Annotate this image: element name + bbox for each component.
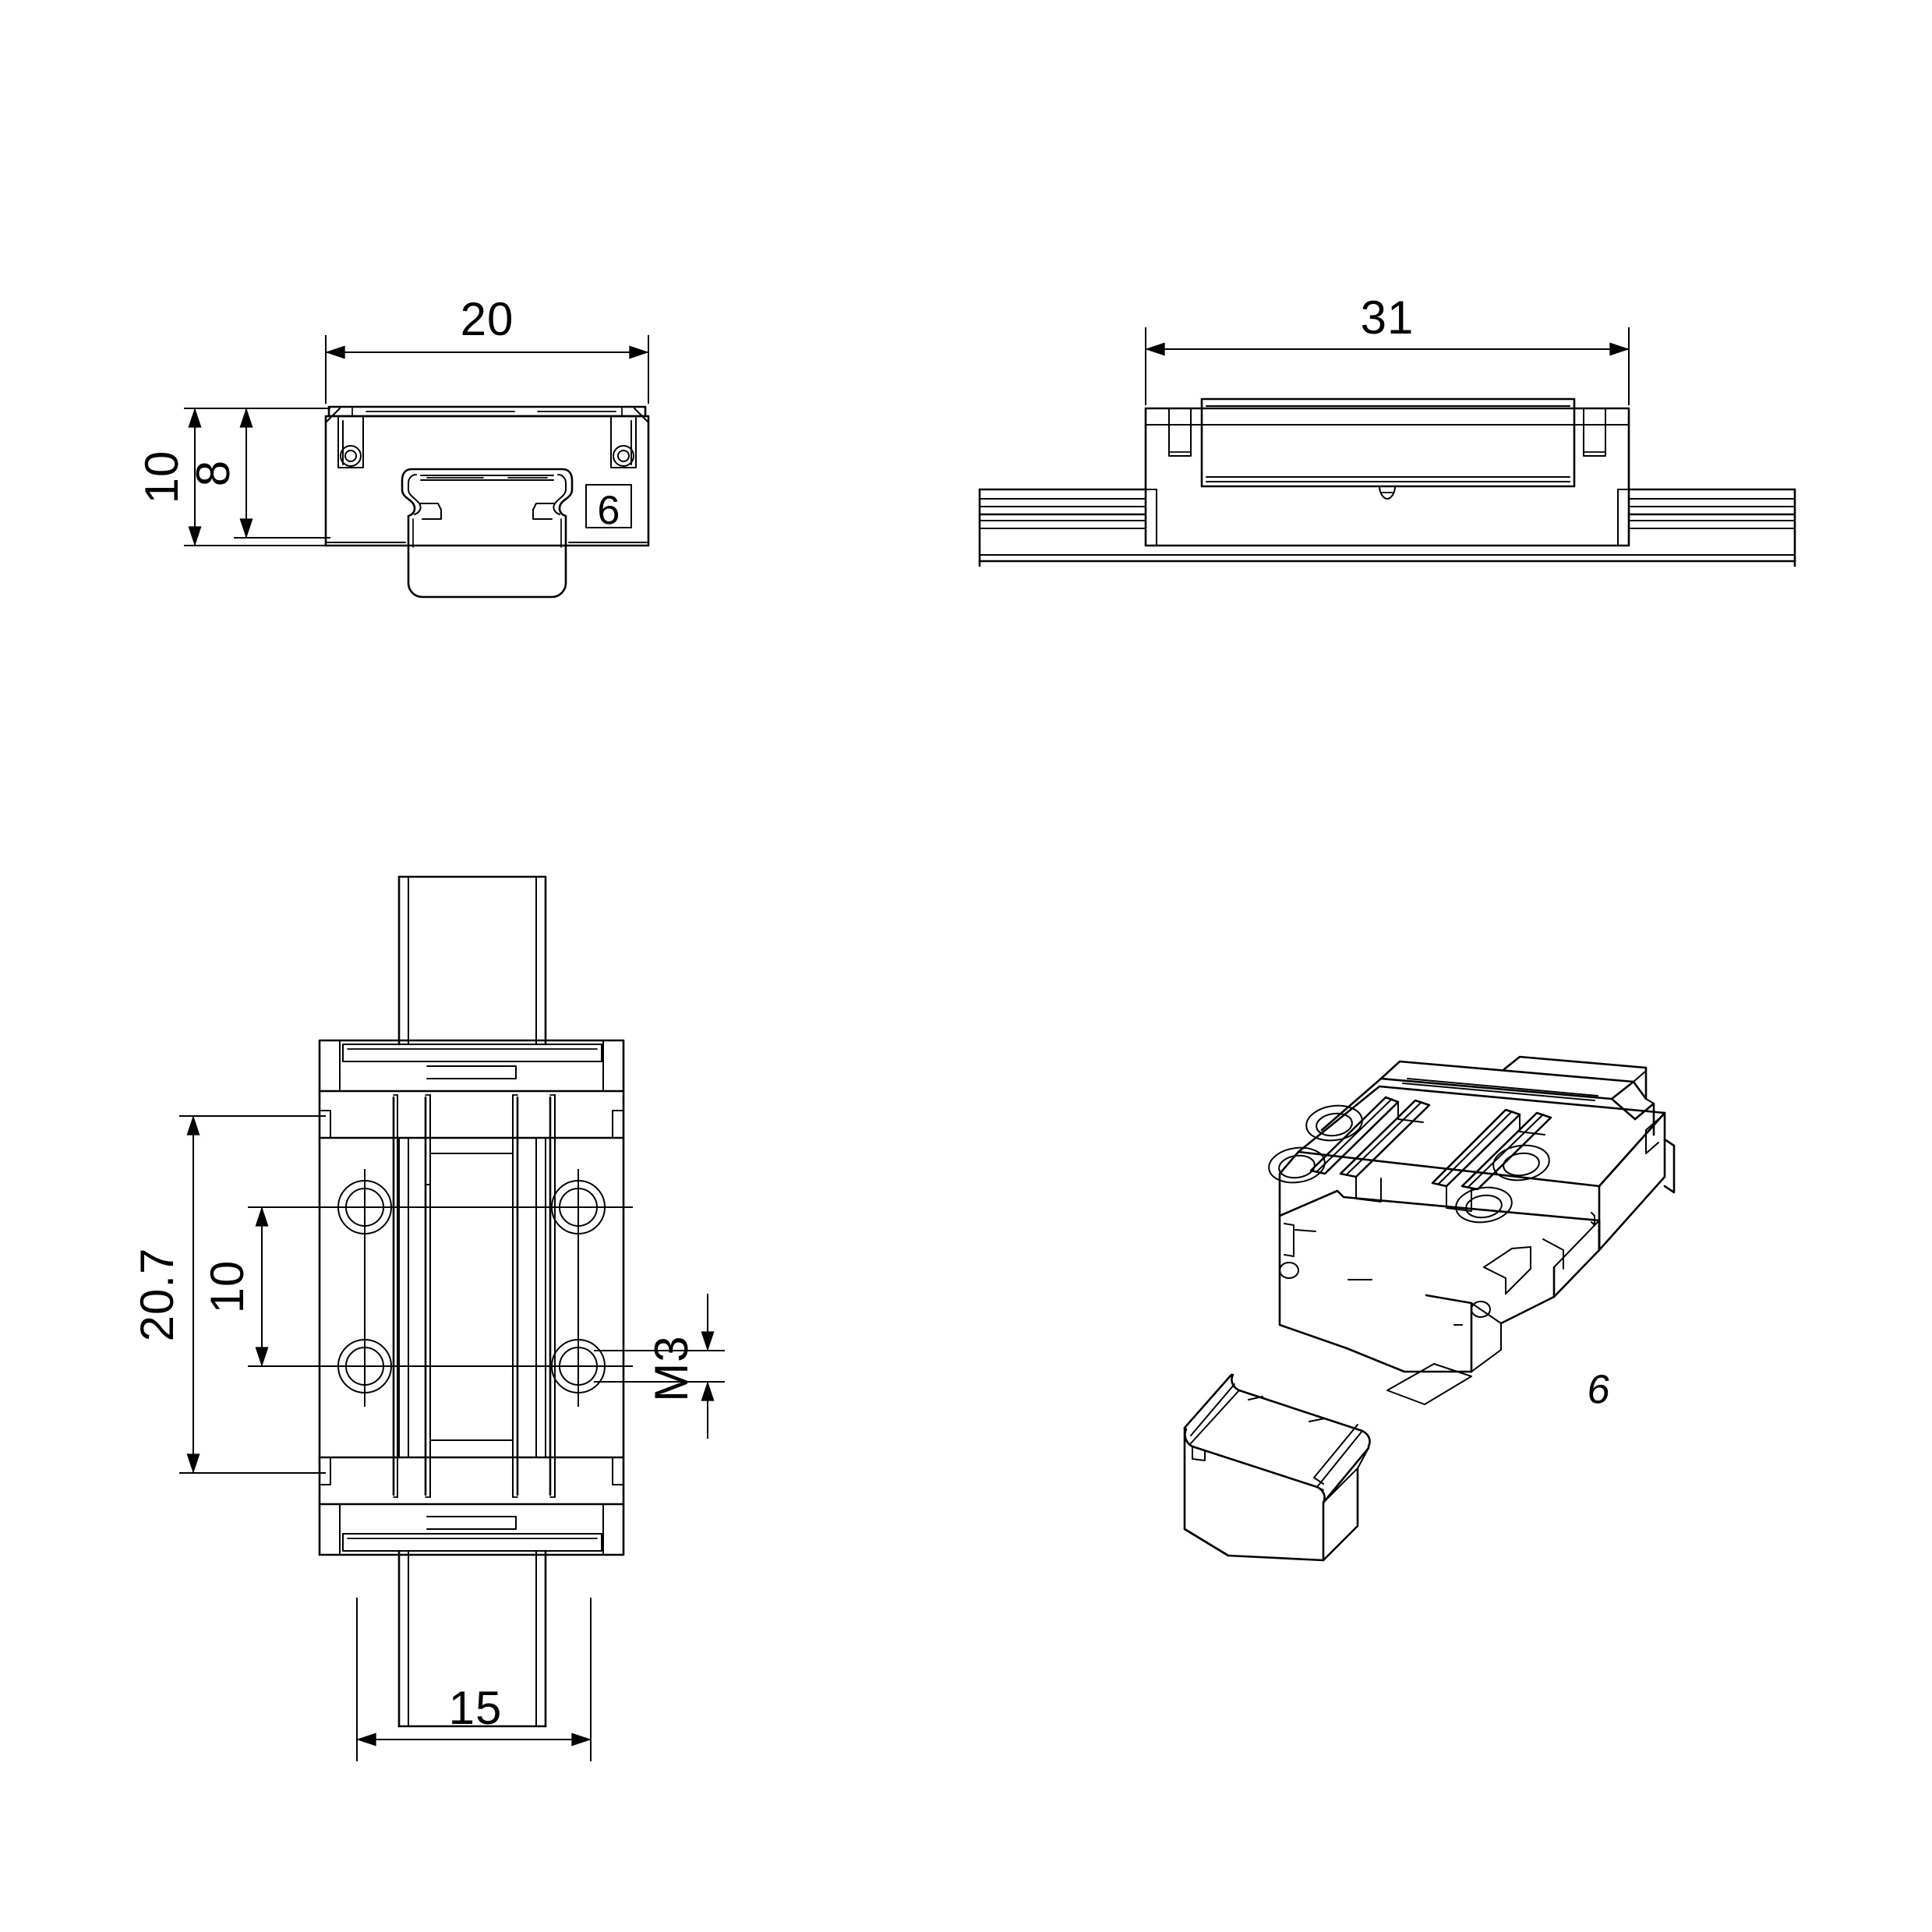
side-view-block: [1144, 397, 1630, 547]
top-view-dimensions: 20.7 10 M3 15: [131, 1115, 725, 1761]
top-view-rail: [397, 875, 547, 1728]
iso-rail-end: [1183, 1373, 1371, 1562]
front-view-stamp-9: 9: [585, 484, 632, 532]
dim-span-20-7: 20.7: [131, 1115, 326, 1474]
dim-thread-m3-label: M3: [645, 1335, 698, 1401]
dim-pitch-10-label: 10: [201, 1260, 253, 1314]
side-view-dimensions: 31: [1145, 291, 1630, 405]
side-view: [978, 397, 1796, 567]
dim-height-10: 10: [136, 408, 330, 546]
iso-mounting-hole: [1492, 1144, 1550, 1181]
iso-carriage-side: [1591, 1111, 1676, 1252]
dim-span-20-7-label: 20.7: [131, 1248, 183, 1342]
dim-pitch-10: 10: [201, 1206, 468, 1367]
front-view-dimensions: 20 10 8: [136, 293, 649, 546]
iso-mounting-hole: [1268, 1146, 1326, 1184]
dim-width-20-label: 20: [461, 293, 514, 345]
dim-height-10-label: 10: [136, 450, 188, 504]
dim-rail-15: 15: [356, 1598, 592, 1761]
top-view-mounting-holes: [310, 1169, 633, 1407]
iso-mounting-hole: [1455, 1186, 1513, 1224]
iso-mounting-hole: [1305, 1104, 1363, 1142]
front-view-block-body: [324, 405, 650, 547]
dim-width-20: 20: [325, 293, 649, 404]
iso-carriage-top: [1268, 1085, 1666, 1224]
dim-length-31: 31: [1145, 291, 1630, 405]
dim-rail-15-label: 15: [449, 1682, 503, 1734]
front-view: 9: [324, 405, 650, 599]
dim-thread-m3: M3: [594, 1294, 725, 1439]
iso-stamp-9-label: 9: [1585, 1365, 1613, 1411]
side-view-rail: [978, 488, 1796, 567]
iso-stamp-9: 9: [1386, 1363, 1613, 1411]
stamp-9-label: 9: [598, 486, 620, 532]
top-view-carriage-body: [318, 1090, 625, 1506]
top-view: [310, 875, 633, 1728]
isometric-view: 9: [1183, 1055, 1676, 1562]
front-view-rail-section: [401, 468, 574, 599]
iso-carriage-front: [1278, 1189, 1601, 1373]
dim-length-31-label: 31: [1361, 291, 1415, 344]
dim-height-8: 8: [187, 408, 330, 539]
dim-height-8-label: 8: [187, 460, 239, 486]
